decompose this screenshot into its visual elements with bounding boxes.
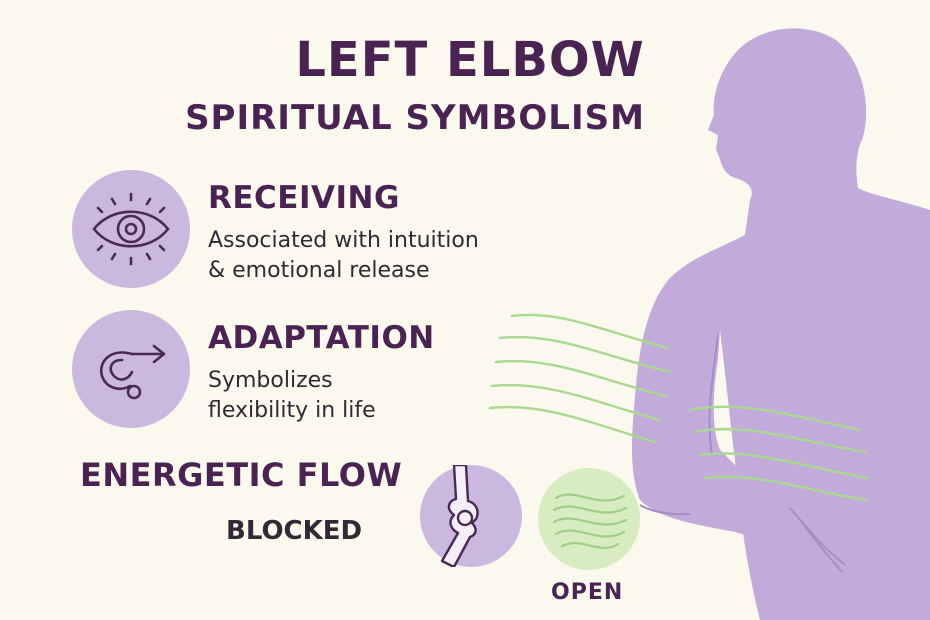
energy-flow-lines bbox=[488, 313, 870, 502]
adaptation-desc-line-1: Symbolizes bbox=[208, 368, 333, 393]
blocked-icon-circle bbox=[420, 465, 522, 567]
flow-line bbox=[510, 313, 670, 350]
flow-line bbox=[490, 383, 662, 422]
blocked-label: BLOCKED bbox=[226, 516, 363, 546]
adaptation-description: Symbolizes flexibility in life bbox=[208, 366, 376, 426]
energetic-flow-heading: ENERGETIC FLOW bbox=[80, 456, 403, 494]
flow-line bbox=[703, 475, 868, 502]
flow-line bbox=[693, 427, 867, 454]
receiving-description: Associated with intuition & emotional re… bbox=[208, 226, 479, 286]
adaptation-desc-line-2: flexibility in life bbox=[208, 398, 376, 423]
flow-line bbox=[688, 405, 862, 432]
flow-line bbox=[498, 335, 672, 374]
flow-waves-icon bbox=[552, 493, 628, 550]
silhouette-shape bbox=[632, 28, 930, 620]
flow-line bbox=[698, 452, 870, 480]
open-icon-circle bbox=[538, 468, 640, 570]
adaptation-heading: ADAPTATION bbox=[208, 320, 435, 356]
elbow-joint-icon bbox=[440, 465, 479, 567]
arm-outline bbox=[708, 334, 719, 456]
adaptation-icon-circle bbox=[72, 310, 190, 428]
receiving-icon-circle bbox=[72, 170, 190, 288]
eye-icon bbox=[92, 192, 170, 266]
open-label: OPEN bbox=[551, 580, 624, 605]
curved-arrow-icon bbox=[99, 344, 166, 400]
page-title: LEFT ELBOW bbox=[295, 32, 645, 88]
hand-outline bbox=[789, 507, 846, 573]
receiving-heading: RECEIVING bbox=[208, 180, 400, 216]
flow-line bbox=[494, 359, 668, 398]
receiving-desc-line-2: & emotional release bbox=[208, 258, 430, 283]
receiving-desc-line-1: Associated with intuition bbox=[208, 228, 479, 253]
elbow-crease bbox=[639, 504, 691, 516]
page-subtitle: SPIRITUAL SYMBOLISM bbox=[185, 98, 645, 138]
flow-line bbox=[488, 405, 657, 444]
